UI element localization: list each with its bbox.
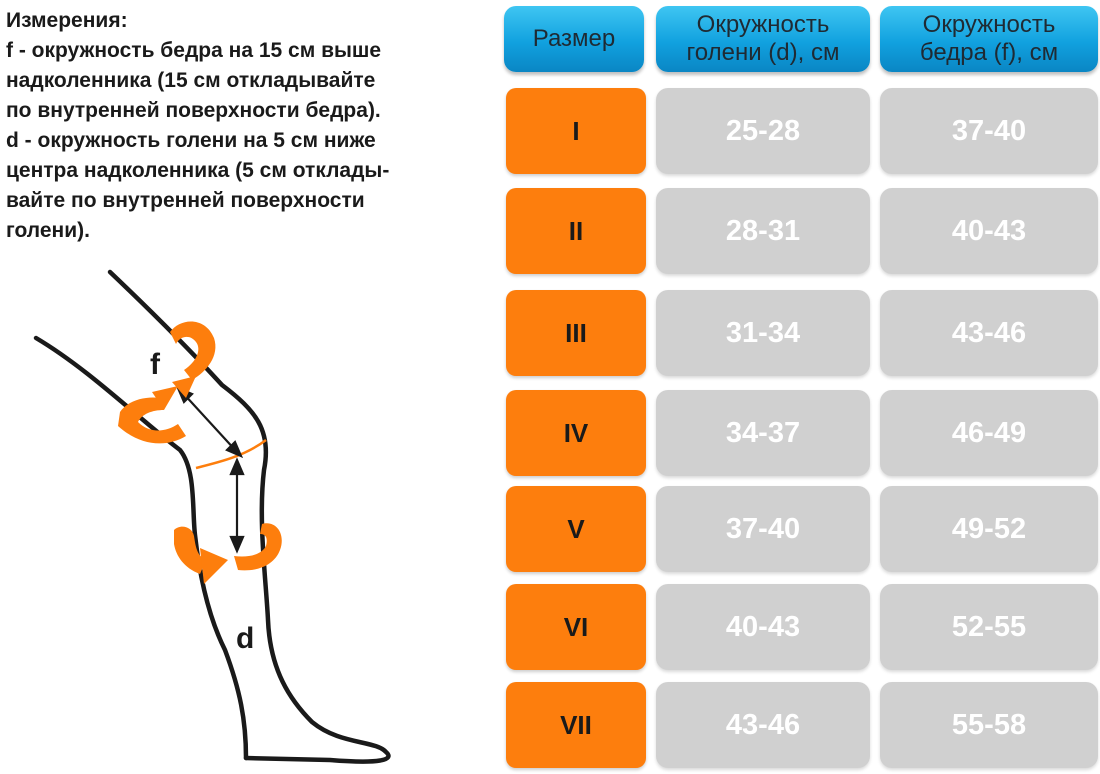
size-cell: III [506,290,646,376]
knee-line [195,439,267,470]
label-d: d [236,622,254,655]
measurement-instructions: Измерения: f - окружность бедра на 15 см… [6,6,476,246]
instructions-line: голени). [6,219,90,242]
thigh-cell: 43-46 [880,290,1098,376]
thigh-distance-arrow [175,385,244,459]
size-cell: VII [506,682,646,768]
size-cell: V [506,486,646,572]
instructions-line: по внутренней поверхности бедра). [6,99,381,122]
leg-diagram: f d [33,269,391,764]
thigh-circumference-arrow-icon [118,321,216,444]
calf-cell: 31-34 [656,290,870,376]
thigh-cell: 49-52 [880,486,1098,572]
calf-cell: 34-37 [656,390,870,476]
thigh-cell: 37-40 [880,88,1098,174]
instructions-line: d - окружность голени на 5 см ниже [6,129,376,152]
header-thigh-label: Окружность бедра (f), см [919,11,1059,66]
thigh-cell: 55-58 [880,682,1098,768]
instructions-line: вайте по внутренней поверхности [6,189,365,212]
size-cell: I [506,88,646,174]
calf-distance-arrow [229,457,245,554]
header-thigh: Окружность бедра (f), см [880,6,1098,72]
thigh-cell: 40-43 [880,188,1098,274]
header-size-label: Размер [532,25,616,52]
label-f: f [150,348,161,381]
header-calf-label: Окружность голени (d), см [686,11,840,66]
thigh-cell: 46-49 [880,390,1098,476]
leg-outline-back [33,335,249,761]
calf-cell: 43-46 [656,682,870,768]
size-cell: VI [506,584,646,670]
calf-cell: 25-28 [656,88,870,174]
header-calf: Окружность голени (d), см [656,6,870,72]
leg-outline-front [107,269,391,764]
size-cell: IV [506,390,646,476]
instructions-line: центра надколенника (5 см отклады- [6,159,390,182]
instructions-line: f - окружность бедра на 15 см выше [6,39,382,62]
size-cell: II [506,188,646,274]
calf-circumference-arrow-icon [174,523,282,584]
thigh-cell: 52-55 [880,584,1098,670]
calf-cell: 40-43 [656,584,870,670]
size-table: Размер Окружность голени (d), см Окружно… [504,6,1100,774]
calf-cell: 28-31 [656,188,870,274]
instructions-line: надколенника (15 см откладывайте [6,69,376,92]
calf-cell: 37-40 [656,486,870,572]
instructions-heading: Измерения: [6,9,128,32]
header-size: Размер [504,6,644,72]
